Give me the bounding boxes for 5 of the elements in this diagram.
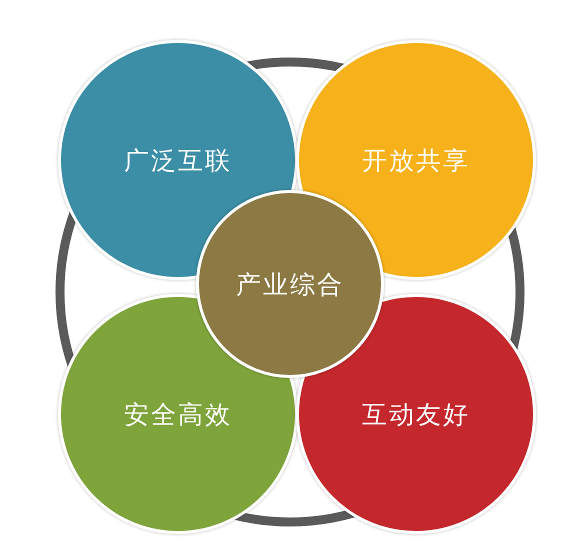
circle-label: 互动友好 (362, 398, 470, 430)
circle-label: 安全高效 (124, 398, 232, 430)
circle-label: 广泛互联 (124, 144, 232, 176)
circle-label: 产业综合 (236, 268, 344, 300)
circle-label: 开放共享 (362, 144, 470, 176)
